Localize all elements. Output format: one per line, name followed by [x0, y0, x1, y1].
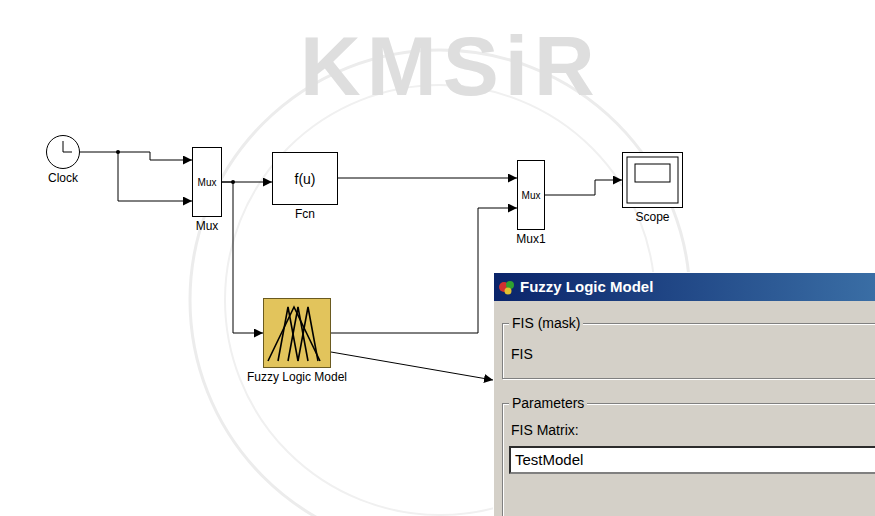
group-title: Parameters: [509, 395, 587, 411]
edit-field: TestModel: [509, 446, 875, 474]
block-label: Fuzzy Logic Model: [247, 370, 347, 384]
block-text: Mux: [522, 190, 541, 201]
block-label: Clock: [48, 171, 78, 185]
branch-wire: [118, 152, 192, 201]
leader-arrow: [331, 352, 493, 380]
block-label: Mux1: [516, 232, 545, 246]
fuzzy-block: Fuzzy Logic Model: [263, 298, 331, 368]
watermark: KMSiR: [300, 18, 601, 115]
block-text: FIS: [511, 346, 533, 362]
field-value: TestModel: [515, 451, 583, 468]
block-label: Mux: [196, 219, 219, 233]
fcn-block: f(u)Fcn: [272, 152, 338, 205]
signal-line: [331, 208, 517, 333]
fuzzy-icon: [264, 299, 332, 369]
mux-block: MuxMux: [192, 147, 222, 217]
scope-block: Scope: [622, 152, 683, 208]
block-text: Mux: [198, 177, 217, 188]
mux-block: MuxMux1: [517, 160, 545, 230]
dialog-window: Fuzzy Logic ModelFIS (mask)FISParameters…: [493, 272, 875, 516]
clock-block: Clock: [46, 135, 80, 169]
block-text: f(u): [295, 171, 316, 187]
block-text: FIS Matrix:: [511, 422, 579, 438]
block-label: Scope: [635, 210, 669, 224]
block-label: Fcn: [295, 207, 315, 221]
scope-icon: [623, 153, 684, 209]
signal-line: [80, 152, 192, 160]
signal-line: [222, 182, 263, 333]
signal-line: [545, 180, 622, 195]
group-title: FIS (mask): [509, 315, 583, 331]
clock-icon: [47, 136, 81, 170]
group-box: ParametersFIS Matrix:TestModel: [502, 403, 875, 516]
signal-line: [338, 178, 517, 179]
group-box: FIS (mask)FIS: [502, 323, 875, 379]
window-title: Fuzzy Logic Model: [520, 278, 653, 295]
